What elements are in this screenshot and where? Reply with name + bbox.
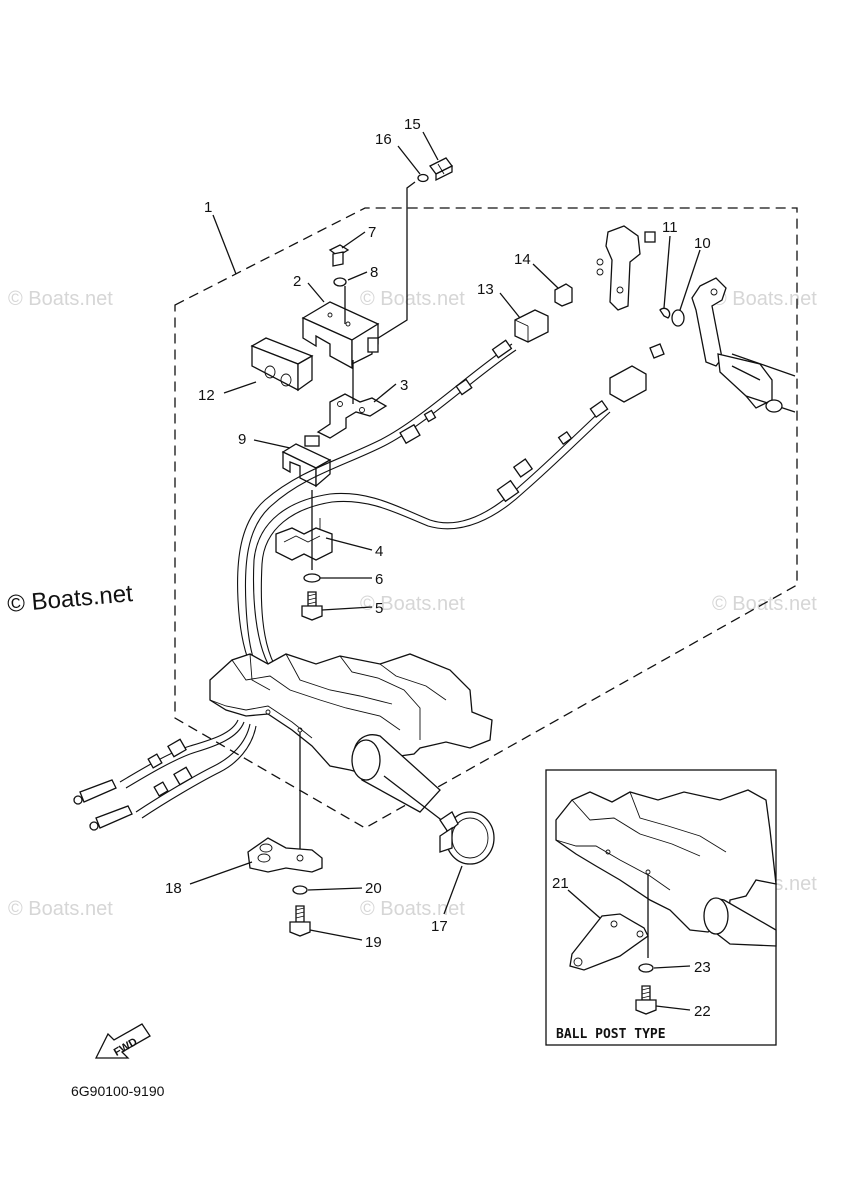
- callout-14: 14: [514, 251, 531, 268]
- callout-3: 3: [400, 377, 408, 394]
- callout-15: 15: [404, 116, 421, 133]
- washer-16: [417, 173, 429, 183]
- leader-line: [383, 775, 445, 823]
- washer-23: [638, 963, 654, 973]
- washer-10: [671, 309, 685, 327]
- callout-1: 1: [204, 199, 212, 216]
- watermark-text: © Boats.net: [712, 593, 817, 615]
- e-clip-11: [659, 307, 671, 319]
- callout-23: 23: [694, 959, 711, 976]
- bolt-22: [635, 985, 657, 1015]
- cable-clamp-4: [275, 518, 333, 561]
- grommet-17: [439, 811, 495, 865]
- bolt-15: [429, 157, 453, 182]
- plate-18: [247, 837, 323, 873]
- callout-leaders: [189, 131, 701, 1011]
- engine-mount-body: [209, 653, 493, 813]
- inset-title: BALL POST TYPE: [556, 1027, 666, 1042]
- callout-7: 7: [368, 224, 376, 241]
- assembly-boundary-outline: [174, 207, 798, 829]
- callout-numbers: 1 2 3 4 5 6 7 8 9 10 11 12 13 14 15 16 1…: [165, 116, 711, 1020]
- watermark-text: © Boats.net: [8, 288, 113, 310]
- callout-21: 21: [552, 875, 569, 892]
- joint-13: [514, 309, 549, 343]
- watermark-text: © Boats.net: [8, 898, 113, 920]
- washer-20: [292, 885, 308, 895]
- watermark-text: © Boats.net: [360, 288, 465, 310]
- callout-20: 20: [365, 880, 382, 897]
- callout-6: 6: [375, 571, 383, 588]
- callout-19: 19: [365, 934, 382, 951]
- inset-ball-post-type: BALL POST TYPE: [545, 769, 777, 1046]
- callout-5: 5: [375, 600, 383, 617]
- callout-9: 9: [238, 431, 246, 448]
- callout-18: 18: [165, 880, 182, 897]
- callout-10: 10: [694, 235, 711, 252]
- throttle-lever: [596, 225, 656, 311]
- callout-22: 22: [694, 1003, 711, 1020]
- shift-lever: [691, 277, 796, 413]
- diagram-code: 6G90100-9190: [71, 1083, 165, 1099]
- watermark-text: © Boats.net: [360, 593, 465, 615]
- rubber-pad-12: [250, 337, 314, 392]
- bolt-5: [301, 591, 323, 621]
- cable-clamp-9: [281, 435, 332, 488]
- watermark-text: © Boats.net: [712, 288, 817, 310]
- watermark-text-main: © Boats.net: [6, 580, 134, 618]
- callout-16: 16: [375, 131, 392, 148]
- bolt-19: [289, 905, 311, 937]
- bolt-7: [328, 244, 350, 267]
- clip-14: [554, 283, 573, 307]
- callout-12: 12: [198, 387, 215, 404]
- callout-2: 2: [293, 273, 301, 290]
- callout-4: 4: [375, 543, 383, 560]
- callout-17: 17: [431, 918, 448, 935]
- cable-fittings: [73, 339, 609, 831]
- watermark-text: © Boats.net: [360, 898, 465, 920]
- washer-8: [333, 277, 347, 287]
- plate-3: [316, 393, 388, 439]
- callout-13: 13: [477, 281, 494, 298]
- ground-lead: [374, 181, 416, 341]
- fwd-arrow-icon: FWD: [94, 1023, 151, 1059]
- bracket-2: [301, 301, 380, 370]
- joint-lower: [609, 343, 665, 403]
- callout-8: 8: [370, 264, 378, 281]
- washer-6: [303, 573, 321, 583]
- callout-11: 11: [662, 219, 678, 236]
